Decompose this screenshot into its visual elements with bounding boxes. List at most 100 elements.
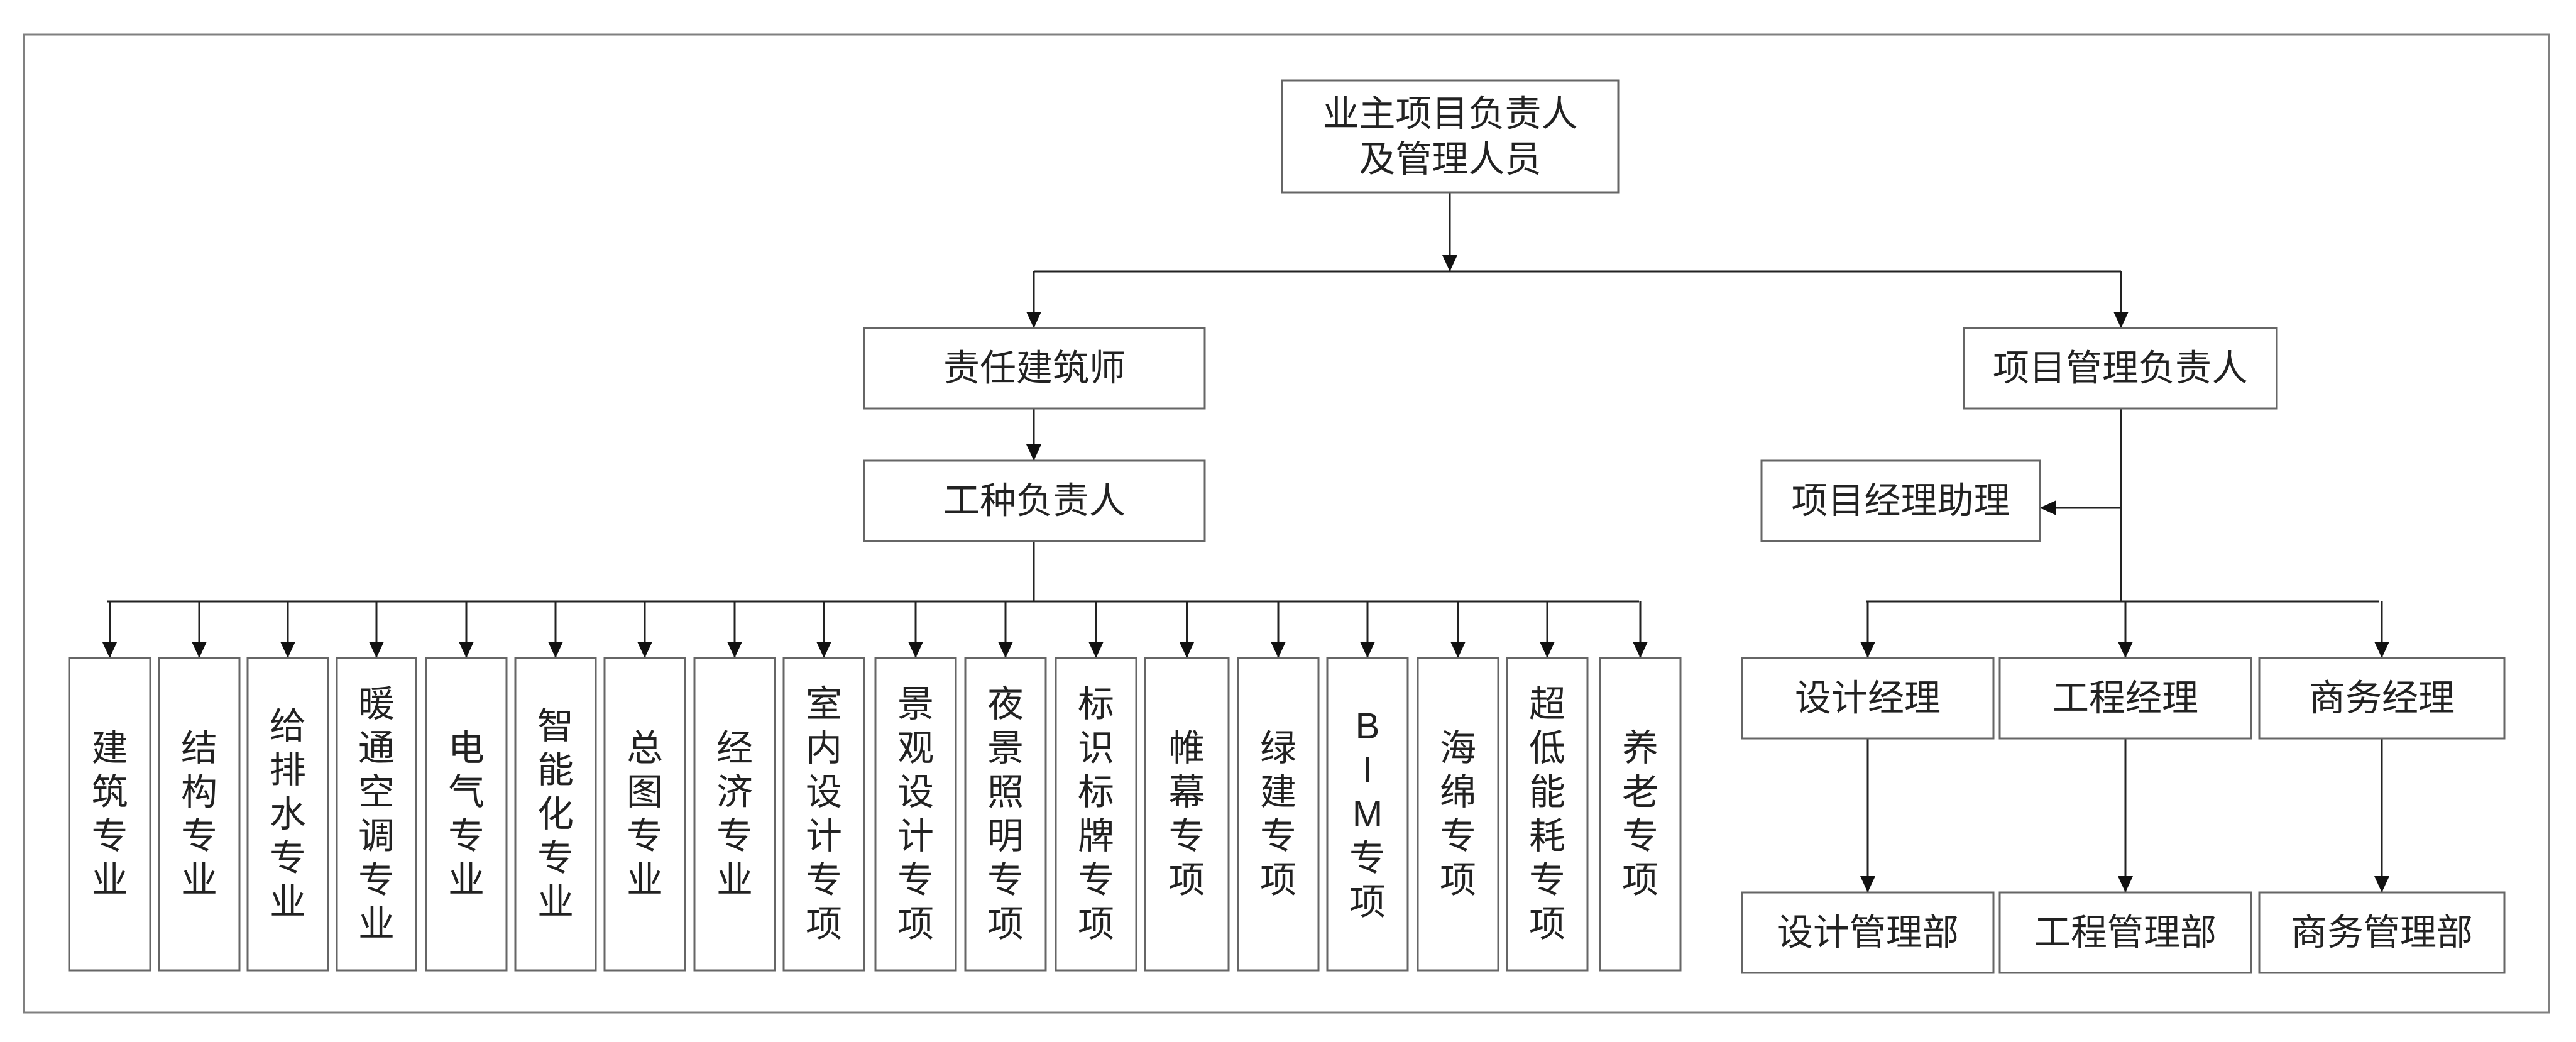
discipline-list: 建筑专业结构专业给排水专业暖通空调专业电气专业智能化专业总图专业经济专业室内设计… [68, 657, 1682, 972]
arrow-head [2374, 876, 2389, 892]
discipline-char: 建 [1260, 772, 1296, 813]
architect-node-text: 责任建筑师 [943, 348, 1126, 389]
discipline-box [1055, 657, 1137, 972]
discipline-char: 专 [181, 816, 217, 857]
arrow-head [548, 642, 563, 658]
department-node-text: 设计管理部 [1777, 913, 1959, 953]
discipline-char: 给 [270, 706, 306, 747]
discipline-box [603, 657, 686, 972]
discipline-char: M [1352, 794, 1383, 835]
discipline-char: 专 [448, 816, 485, 857]
department-node-box [2258, 891, 2506, 974]
discipline-char: 项 [1168, 860, 1205, 901]
discipline-box [693, 657, 776, 972]
discipline-char: 专 [1622, 816, 1658, 857]
discipline-char: 海 [1440, 728, 1476, 769]
discipline-char: 业 [448, 860, 485, 901]
discipline-char: 暖 [358, 684, 395, 725]
nodes: 业主项目负责人及管理人员责任建筑师工种负责人建筑专业结构专业给排水专业暖通空调专… [68, 79, 2506, 974]
department-node: 工程管理部 [1998, 891, 2252, 974]
manager-node: 商务经理 [2258, 657, 2506, 740]
discipline-char: 识 [1078, 728, 1114, 769]
discipline-char: 筑 [91, 772, 128, 813]
manager-node-box [1741, 657, 1995, 740]
discipline-char: 专 [358, 860, 395, 901]
manager-node-text: 工程经理 [2053, 678, 2198, 719]
arrow-head [459, 642, 474, 658]
manager-node-text: 商务经理 [2309, 678, 2455, 719]
discipline-char: 业 [537, 882, 574, 923]
discipline-char: 幕 [1168, 772, 1205, 813]
discipline-char: 专 [716, 816, 753, 857]
pm-lead-node: 项目管理负责人 [1963, 327, 2278, 410]
discipline-char: 专 [1440, 816, 1476, 857]
discipline-char: 图 [627, 772, 663, 813]
discipline-char: 专 [1349, 838, 1386, 879]
discipline-char: 项 [1260, 860, 1296, 901]
discipline-char: 帷 [1168, 728, 1205, 769]
discipline-char: 景 [897, 684, 934, 725]
discipline-char: 业 [181, 860, 217, 901]
manager-node-box [2258, 657, 2506, 740]
arrow-head [1360, 642, 1375, 658]
discipline-char: 绵 [1440, 772, 1476, 813]
discipline-char: 养 [1622, 728, 1658, 769]
discipline-char: 设 [806, 772, 842, 813]
outer-frame [23, 33, 2550, 1014]
arrow-head [1442, 255, 1457, 271]
arrow-head [1860, 876, 1875, 892]
discipline-box [782, 657, 865, 972]
discipline-char: 业 [627, 860, 663, 901]
arrow-head [1088, 642, 1104, 658]
arrow-head [369, 642, 384, 658]
discipline-box [1599, 657, 1682, 972]
discipline-lead-node-box [863, 459, 1206, 542]
discipline-char: 空 [358, 772, 395, 813]
discipline-char: 结 [181, 728, 217, 769]
manager-node: 设计经理 [1741, 657, 1995, 740]
discipline-char: 低 [1529, 728, 1565, 769]
discipline-char: 专 [627, 816, 663, 857]
discipline-char: I [1362, 750, 1373, 791]
manager-node: 工程经理 [1998, 657, 2252, 740]
department-node: 商务管理部 [2258, 891, 2506, 974]
discipline-char: 智 [537, 706, 574, 747]
discipline-lead-node: 工种负责人 [863, 459, 1206, 542]
discipline-char: 能 [537, 750, 574, 791]
manager-node-box [1998, 657, 2252, 740]
arrow-head [998, 642, 1013, 658]
discipline-char: 电 [448, 728, 485, 769]
discipline-char: 建 [91, 728, 128, 769]
discipline-box [425, 657, 508, 972]
discipline-box [158, 657, 241, 972]
discipline-char: 牌 [1078, 816, 1114, 857]
discipline-char: B [1356, 706, 1380, 747]
arrow-head [2113, 312, 2129, 328]
discipline-char: 项 [1622, 860, 1658, 901]
discipline-char: 景 [987, 728, 1024, 769]
arrow-head [908, 642, 923, 658]
top-node-text: 及管理人员 [1359, 139, 1541, 180]
arrow-head [1026, 312, 1041, 328]
pm-lead-node-box [1963, 327, 2278, 410]
discipline-char: 绿 [1260, 728, 1296, 769]
discipline-char: 计 [806, 816, 842, 857]
arrow-head [102, 642, 118, 658]
arrow-head [1271, 642, 1286, 658]
discipline-box [1144, 657, 1230, 972]
discipline-box [514, 657, 597, 972]
discipline-char: 专 [1078, 860, 1114, 901]
discipline-char: 夜 [987, 684, 1024, 725]
